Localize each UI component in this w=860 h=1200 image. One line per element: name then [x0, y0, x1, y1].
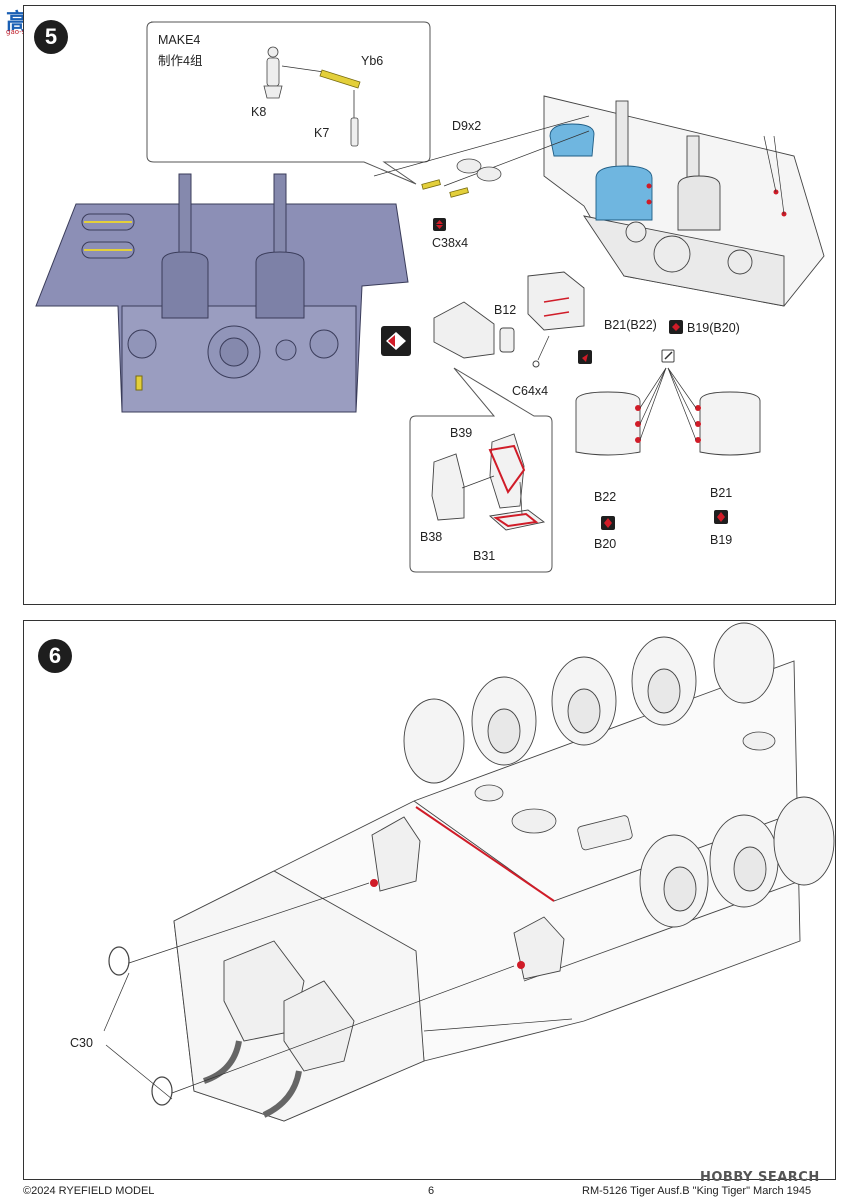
- copyright: ©2024 RYEFIELD MODEL: [23, 1185, 155, 1197]
- label-b38: B38: [420, 530, 443, 544]
- rear-plate-assembly: [543, 95, 825, 307]
- b21-part: [699, 391, 761, 456]
- d9-parts: [456, 158, 502, 182]
- make4-callout-bubble: [146, 21, 431, 185]
- step-6-panel: 6: [23, 620, 836, 1180]
- red-mark-1: [646, 183, 652, 189]
- label-b21b22: B21(B22): [604, 318, 657, 332]
- label-d9: D9x2: [452, 119, 482, 133]
- k8-arrow: [281, 65, 325, 73]
- road-wheels-lower: [639, 796, 835, 928]
- red-highlight-line: [415, 806, 555, 902]
- tow-red-dot-2: [517, 961, 525, 969]
- yb6-part: [319, 69, 361, 89]
- step-6-number: 6: [38, 639, 72, 673]
- c30-shackles: [108, 946, 173, 1106]
- make4-label: MAKE4: [158, 33, 201, 47]
- rear-hull-plate: [35, 173, 409, 413]
- blue-exhaust-cover: [549, 123, 653, 221]
- tow-red-dot-1: [370, 879, 378, 887]
- tow-brackets: [371, 816, 565, 980]
- make4-zh-label: 制作4组: [158, 54, 203, 68]
- c38-symmetric-icon: [433, 218, 446, 231]
- mirror-icon-left: [381, 326, 411, 356]
- cut-icon: [578, 350, 592, 364]
- label-b19: B19: [710, 533, 733, 547]
- label-c64: C64x4: [512, 384, 549, 398]
- exhaust-assembly: [202, 940, 355, 1118]
- red-dots-b21: [695, 405, 701, 443]
- b31-part: [488, 509, 546, 531]
- label-k7: K7: [314, 126, 330, 140]
- product-title: RM-5126 Tiger Ausf.B "King Tiger" March …: [582, 1185, 812, 1197]
- b38-part: [431, 453, 465, 521]
- step-5-diagram: [35, 21, 825, 573]
- red-mark-2: [646, 199, 652, 205]
- hull-hatches: [474, 731, 776, 851]
- pencil-icon: [661, 349, 675, 363]
- b20-icon: [601, 516, 615, 530]
- label-b12: B12: [494, 303, 517, 317]
- k8-part: [263, 46, 283, 99]
- road-wheels-upper: [403, 622, 775, 784]
- label-b20: B20: [594, 537, 617, 551]
- label-b19b20: B19(B20): [687, 321, 740, 335]
- page-number: 6: [428, 1185, 435, 1197]
- label-k8: K8: [251, 105, 267, 119]
- b12-b21-parts: [433, 271, 585, 359]
- label-c30: C30: [70, 1036, 93, 1050]
- k7-part: [350, 117, 359, 147]
- step-5-panel: 5: [23, 5, 836, 605]
- c38-parts: [421, 179, 469, 198]
- b22-part: [575, 391, 641, 456]
- b39-part: [488, 433, 526, 509]
- label-c38: C38x4: [432, 236, 469, 250]
- step-5-number: 5: [34, 20, 68, 54]
- label-b31: B31: [473, 549, 496, 563]
- label-b21: B21: [710, 486, 733, 500]
- red-dots-b22: [635, 405, 641, 443]
- label-b22: B22: [594, 490, 617, 504]
- step6-leader-lines: [103, 882, 573, 1100]
- b19-b20-icon: [669, 320, 683, 334]
- step-6-diagram: [103, 622, 835, 1122]
- hobbysearch-watermark: HOBBY SEARCH: [700, 1170, 820, 1185]
- label-yb6: Yb6: [361, 54, 384, 68]
- b19-icon: [714, 510, 728, 524]
- label-b39: B39: [450, 426, 473, 440]
